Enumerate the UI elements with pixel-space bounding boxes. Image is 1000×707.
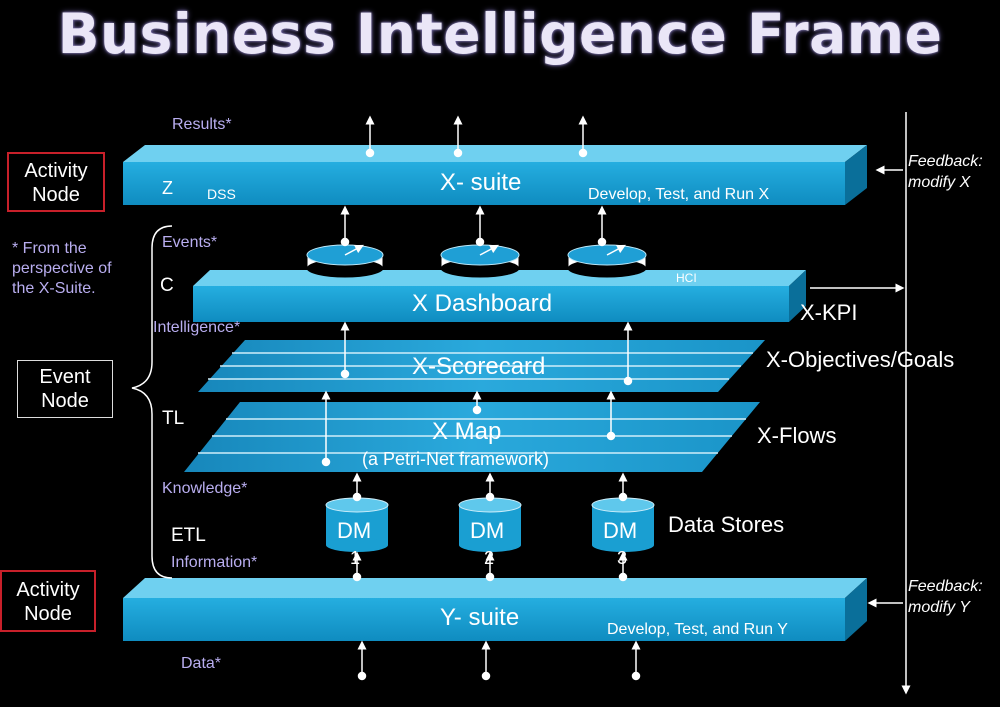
dm-3-label: DM [603,518,638,543]
activity-node-bottom-box: Activity Node [0,570,96,632]
results-label: Results* [172,116,232,133]
y-suite-slab [123,578,867,641]
data-label: Data* [181,655,222,672]
feedback-y-line1: Feedback: [908,578,983,595]
dm-3-number: 3 [617,548,628,568]
x-dashboard-label: X Dashboard [412,290,553,317]
knowledge-label: Knowledge* [162,480,248,497]
footnote: * From the perspective of the X-Suite. [12,239,112,299]
dm-2-label: DM [470,518,505,543]
dm-2-number: 2 [484,548,495,568]
footnote-line2: perspective of [12,260,112,277]
y-suite-label: Y- suite [440,604,520,631]
layer-brace [131,225,173,579]
x-scorecard-label: X-Scorecard [412,353,546,380]
x-scorecard-plane [198,340,765,392]
information-label: Information* [171,554,258,571]
feedback-x-line1: Feedback: [908,153,983,170]
gauge-disc-1 [306,244,384,278]
etl-letter: ETL [171,525,206,546]
activity-node-top-line1: Activity [24,160,88,182]
dss-label: DSS [207,186,236,202]
event-node-line2: Node [41,390,89,412]
feedback-y-line2: modify Y [908,599,970,616]
flows-label: X-Flows [757,423,837,448]
x-map-label: X Map [432,418,502,445]
tl-letter: TL [162,408,185,429]
kpi-label: X-KPI [800,300,858,325]
activity-node-top-box: Activity Node [7,152,105,212]
footnote-line3: the X-Suite. [12,280,96,297]
gauge-disc-2 [440,244,520,278]
dm-1-number: 1 [350,548,361,568]
gauge-disc-3 [567,244,647,278]
dm-cylinder-2 [458,497,522,552]
x-map-plane [184,402,760,472]
event-node-line1: Event [39,366,91,388]
data-stores-label: Data Stores [668,512,785,537]
z-letter: Z [162,178,173,198]
intelligence-label: Intelligence* [153,319,241,336]
dm-cylinder-1 [325,497,389,552]
y-suite-sub-label: Develop, Test, and Run Y [607,621,788,638]
page-title: Business Intelligence Frame [57,2,943,66]
hci-label: HCI [676,271,697,285]
x-dashboard-slab [193,270,806,322]
flow-arrows [321,112,911,695]
feedback-x-label: Feedback: modify X [908,151,983,193]
footnote-line1: * From the [12,240,87,257]
feedback-y-label: Feedback: modify Y [908,576,983,618]
x-suite-sub-label: Develop, Test, and Run X [588,186,770,203]
x-map-sub-label: (a Petri-Net framework) [362,449,550,469]
activity-node-bottom-line2: Node [24,603,72,625]
event-node-box: Event Node [17,360,113,418]
feedback-x-line2: modify X [908,174,971,191]
c-letter: C [160,275,174,296]
events-label: Events* [162,234,218,251]
x-suite-slab [123,145,867,205]
dm-1-label: DM [337,518,372,543]
objectives-label: X-Objectives/Goals [766,347,955,372]
activity-node-top-line2: Node [32,184,80,206]
activity-node-bottom-line1: Activity [16,579,80,601]
x-suite-label: X- suite [440,169,522,196]
dm-cylinder-3 [591,497,655,552]
